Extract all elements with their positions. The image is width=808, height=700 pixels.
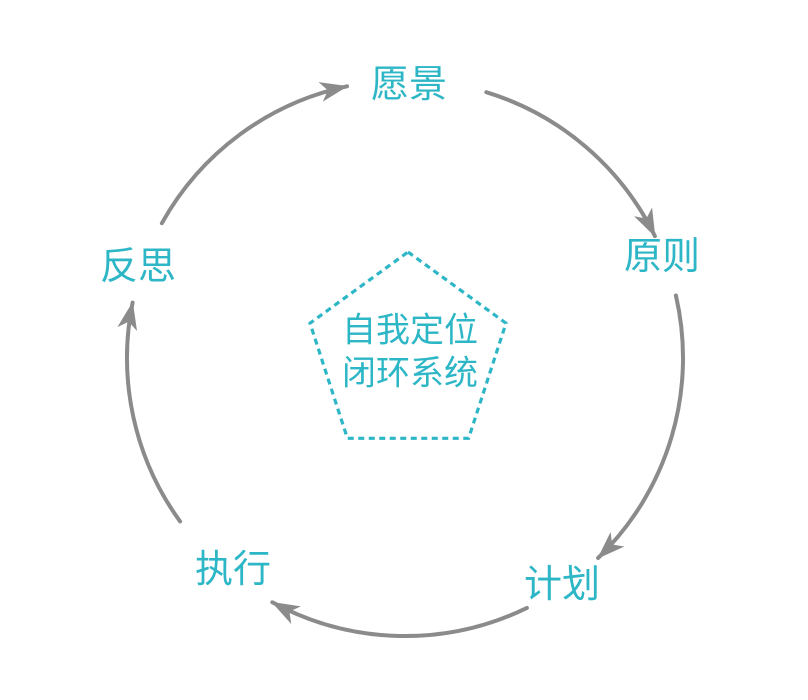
arrow-reflect-to-vision <box>159 82 349 226</box>
node-vision-label: 愿景 <box>371 64 447 106</box>
arrow-execute-to-reflect <box>117 300 183 524</box>
center-text-line-1: 自我定位 <box>342 312 478 350</box>
arrow-vision-to-principles <box>484 90 657 239</box>
center-text-line-2: 闭环系统 <box>342 355 478 393</box>
center-pentagon <box>308 250 508 440</box>
node-plan-label: 计划 <box>524 564 600 606</box>
arrow-principles-to-plan <box>596 293 685 560</box>
node-reflect-label: 反思 <box>100 246 176 288</box>
node-execute-label: 执行 <box>195 549 271 591</box>
arrow-plan-to-execute <box>270 600 529 638</box>
node-principles-label: 原则 <box>624 236 700 278</box>
